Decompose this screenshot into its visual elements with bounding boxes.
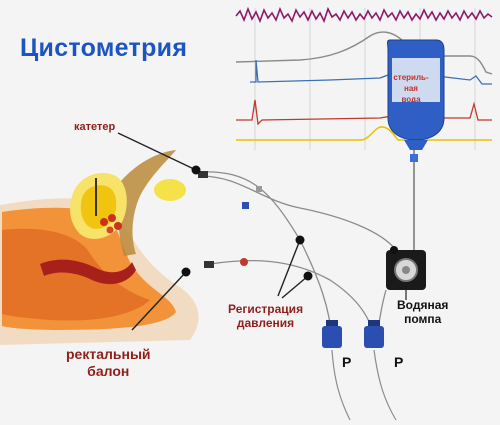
rectal-balloon-line-1: ректальный	[66, 346, 151, 362]
sterile-water-label: стериль- ная вода	[384, 72, 438, 105]
rectal-balloon-line-2: балон	[87, 363, 130, 379]
water-pump-label: Водяная помпа	[397, 298, 448, 326]
abdominal-pressure-trace	[250, 59, 492, 85]
pump-pointer-dot	[390, 246, 398, 254]
rectum	[40, 259, 136, 285]
water-pump-line-1: Водяная	[397, 298, 449, 312]
water-bag-neck	[404, 140, 428, 150]
water-pump-line-2: помпа	[404, 312, 442, 326]
pressure-pointer-dot-2	[303, 271, 313, 281]
detrusor-pressure-trace	[236, 99, 492, 126]
flow-trace	[236, 126, 492, 141]
sterile-water-line-3: вода	[401, 95, 421, 104]
transducer-2-outflow	[373, 349, 397, 421]
rectal-pointer-dot	[181, 267, 191, 277]
pressure-pointer-2	[281, 275, 309, 299]
connector-blue-upper	[242, 202, 249, 209]
urethra-node-3	[114, 222, 122, 230]
rectal-balloon-label: ректальный балон	[66, 346, 151, 380]
urethra-node-4	[106, 226, 114, 234]
rectal-pointer	[131, 271, 187, 331]
transducer-2-label: P	[394, 354, 404, 370]
pelvis-shadow	[2, 228, 150, 321]
pressure-registration-line-2: давления	[236, 316, 295, 330]
catheter-connector	[198, 171, 208, 178]
pressure-pointer-1	[277, 239, 301, 297]
transducer-2-cap	[368, 320, 380, 326]
vesical-pressure-trace	[235, 31, 493, 75]
drip-clamp	[410, 154, 418, 162]
pressure-registration-line-1: Регистрация	[228, 302, 304, 316]
transducer-1-label: P	[342, 354, 352, 370]
diagram-title: Цистометрия	[20, 34, 188, 62]
catheter-pointer	[117, 132, 197, 171]
sterile-water-line-1: стериль-	[393, 73, 429, 82]
emg-trace	[235, 6, 493, 24]
rectal-connector	[204, 261, 214, 268]
pressure-pointer-dot-1	[295, 235, 305, 245]
connector-gray-upper	[256, 186, 262, 192]
transducer-2	[364, 326, 384, 348]
transducer-1	[322, 326, 342, 348]
bladder	[80, 185, 117, 229]
water-pump-hub	[402, 266, 410, 274]
transducer-1-cap	[326, 320, 338, 326]
sterile-water-line-2: ная	[404, 84, 418, 93]
sacrum	[117, 150, 176, 256]
catheter-label: катетер	[74, 121, 116, 133]
catheter-tube-main	[199, 175, 397, 251]
urethra-node-1	[100, 218, 108, 226]
connector-red-rectal	[240, 258, 248, 266]
water-bag-label-area	[392, 58, 440, 102]
uterus	[154, 179, 186, 201]
urethra-node-2	[108, 214, 116, 222]
transducer-1-outflow	[331, 349, 351, 421]
catheter-pointer-dot	[191, 165, 201, 175]
pressure-registration-label: Регистрация давления	[228, 302, 303, 330]
